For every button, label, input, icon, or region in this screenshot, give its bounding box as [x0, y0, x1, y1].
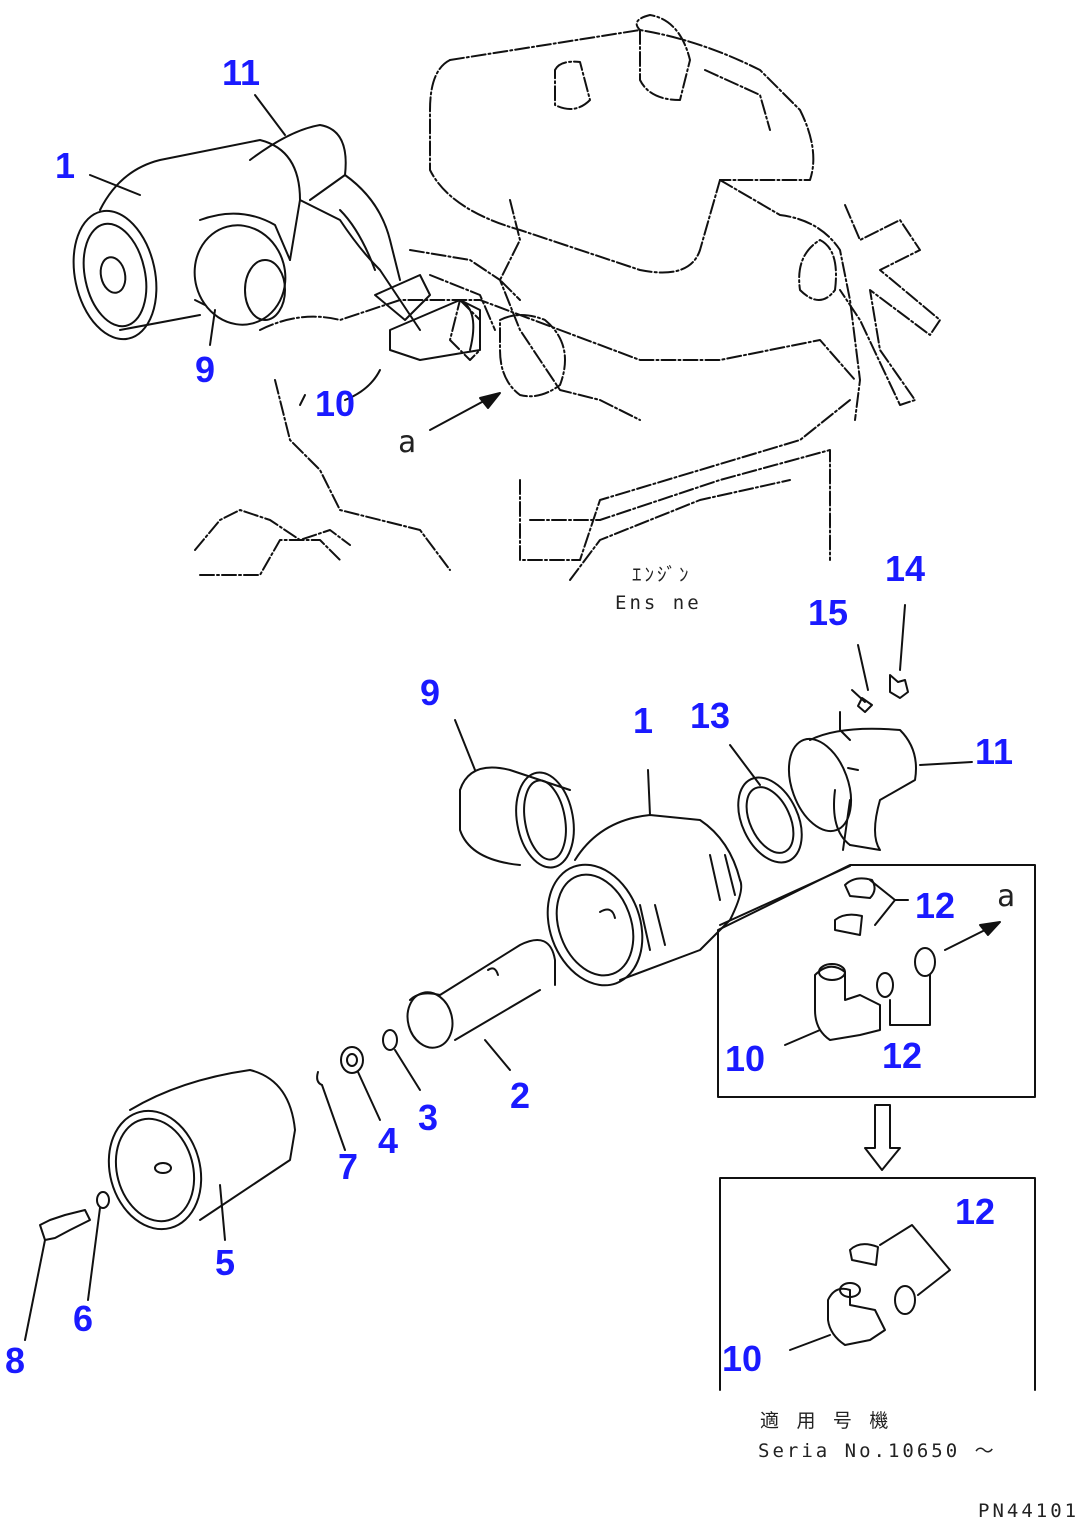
callout-7: 7	[338, 1146, 359, 1187]
callout-8: 8	[5, 1340, 26, 1381]
callout-2: 2	[510, 1075, 531, 1116]
arrow-label-a-top: a	[398, 425, 417, 460]
callout-4: 4	[378, 1120, 399, 1161]
engine-label: Ens ne	[615, 592, 702, 614]
inset-box-before	[717, 864, 1036, 1171]
serial-label: Seria No.10650 ～	[758, 1440, 997, 1462]
callout-6: 6	[73, 1298, 94, 1339]
callout-11-top: 11	[222, 52, 261, 93]
callout-9: 9	[420, 672, 441, 713]
callout-10-top: 10	[315, 383, 356, 424]
engine-outline	[194, 14, 941, 581]
top-air-cleaner	[72, 94, 501, 431]
callout-5: 5	[215, 1242, 236, 1283]
inset-box-after	[719, 1177, 1036, 1391]
callout-3: 3	[418, 1097, 439, 1138]
callout-11: 11	[975, 731, 1014, 772]
callout-1-top: 1	[55, 145, 76, 186]
callout-10-inset2: 10	[722, 1338, 763, 1379]
callout-15: 15	[808, 592, 849, 633]
callout-1: 1	[633, 700, 654, 741]
callout-10-inset: 10	[725, 1038, 766, 1079]
exploded-parts	[24, 604, 973, 1341]
callout-9-top: 9	[195, 349, 216, 390]
callout-14: 14	[885, 548, 926, 589]
callout-12-inset-bottom: 12	[882, 1035, 923, 1076]
arrow-label-a-inset: a	[997, 879, 1016, 914]
drawing-code: PN44101	[978, 1500, 1080, 1522]
callout-13: 13	[690, 695, 731, 736]
engine-label-jp: ｴﾝｼﾞﾝ	[632, 564, 692, 586]
callout-12-inset2: 12	[955, 1191, 996, 1232]
serial-label-jp: 適 用 号 機	[760, 1410, 892, 1432]
callout-12-inset-top: 12	[915, 885, 956, 926]
